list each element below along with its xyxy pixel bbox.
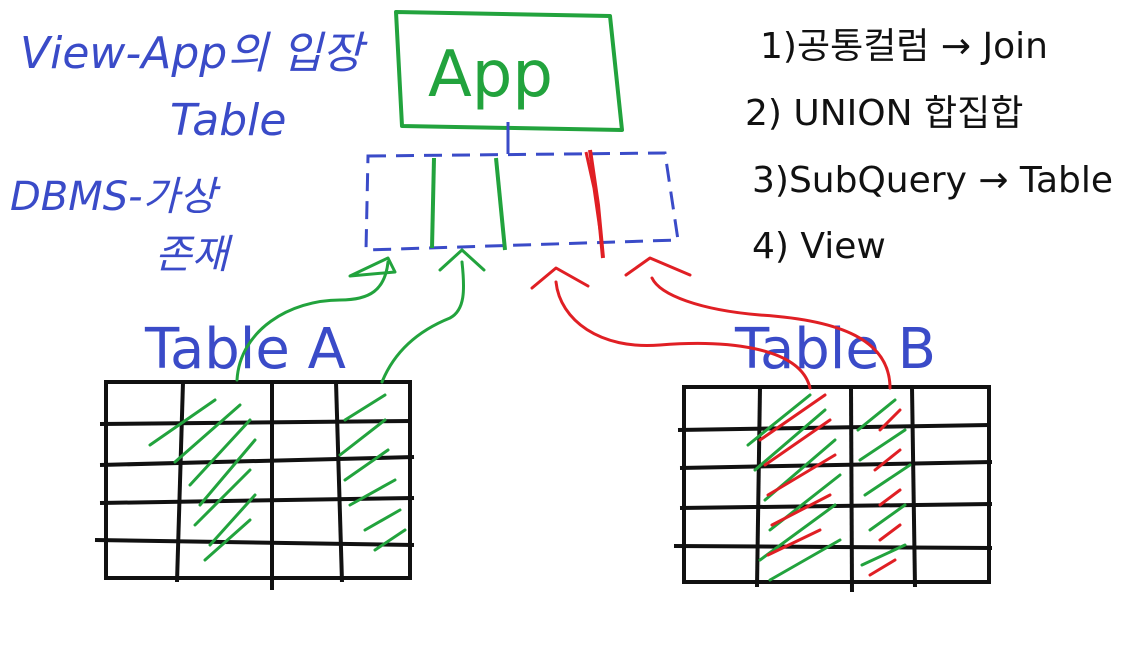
app-label: App bbox=[428, 38, 553, 112]
table-a-arrows bbox=[235, 248, 486, 384]
list-item-view: 4) View bbox=[752, 226, 886, 267]
list-item-subquery: 3)SubQuery → Table bbox=[752, 160, 1113, 201]
dbms-note-line1: DBMS-가상 bbox=[10, 174, 221, 220]
view-note-line1: View-App의 입장 bbox=[20, 28, 368, 79]
list-item-union: 2) UNION 합집합 bbox=[745, 93, 1023, 134]
table-b-grid bbox=[673, 385, 993, 593]
list-item-join: 1)공통컬럼 → Join bbox=[760, 26, 1048, 67]
table-b-arrows bbox=[530, 256, 892, 390]
table-a-grid bbox=[94, 380, 415, 590]
view-note-line2: Table bbox=[170, 95, 286, 146]
dbms-note-line2: 존재 bbox=[155, 232, 234, 278]
app-box: App bbox=[394, 10, 624, 132]
table-a-selected-columns bbox=[148, 393, 407, 562]
table-b-selected-columns bbox=[746, 393, 912, 582]
virtual-table bbox=[364, 122, 680, 259]
